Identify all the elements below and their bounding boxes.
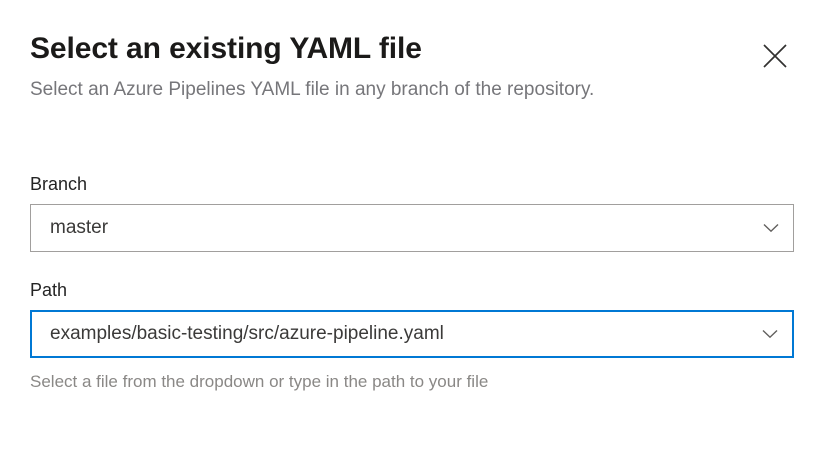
chevron-down-icon <box>760 217 782 239</box>
dialog-subtitle: Select an Azure Pipelines YAML file in a… <box>30 79 595 100</box>
path-label: Path <box>30 280 68 300</box>
dialog-header: Select an existing YAML file Select an A… <box>30 30 790 105</box>
field-group-path: Path Select a file from the dropdown or … <box>30 278 794 393</box>
form-area: Branch Path <box>30 172 794 393</box>
close-icon <box>760 41 790 71</box>
branch-combobox[interactable] <box>30 204 794 252</box>
branch-input[interactable] <box>31 215 749 241</box>
branch-dropdown-button[interactable] <box>749 205 793 251</box>
path-dropdown-button[interactable] <box>748 312 792 356</box>
path-help-text: Select a file from the dropdown or type … <box>30 372 489 391</box>
branch-label: Branch <box>30 174 88 194</box>
path-input[interactable] <box>32 321 748 347</box>
close-button[interactable] <box>752 33 798 79</box>
field-group-branch: Branch <box>30 172 794 252</box>
chevron-down-icon <box>759 323 781 345</box>
path-combobox[interactable] <box>30 310 794 358</box>
page-title: Select an existing YAML file <box>30 32 422 65</box>
